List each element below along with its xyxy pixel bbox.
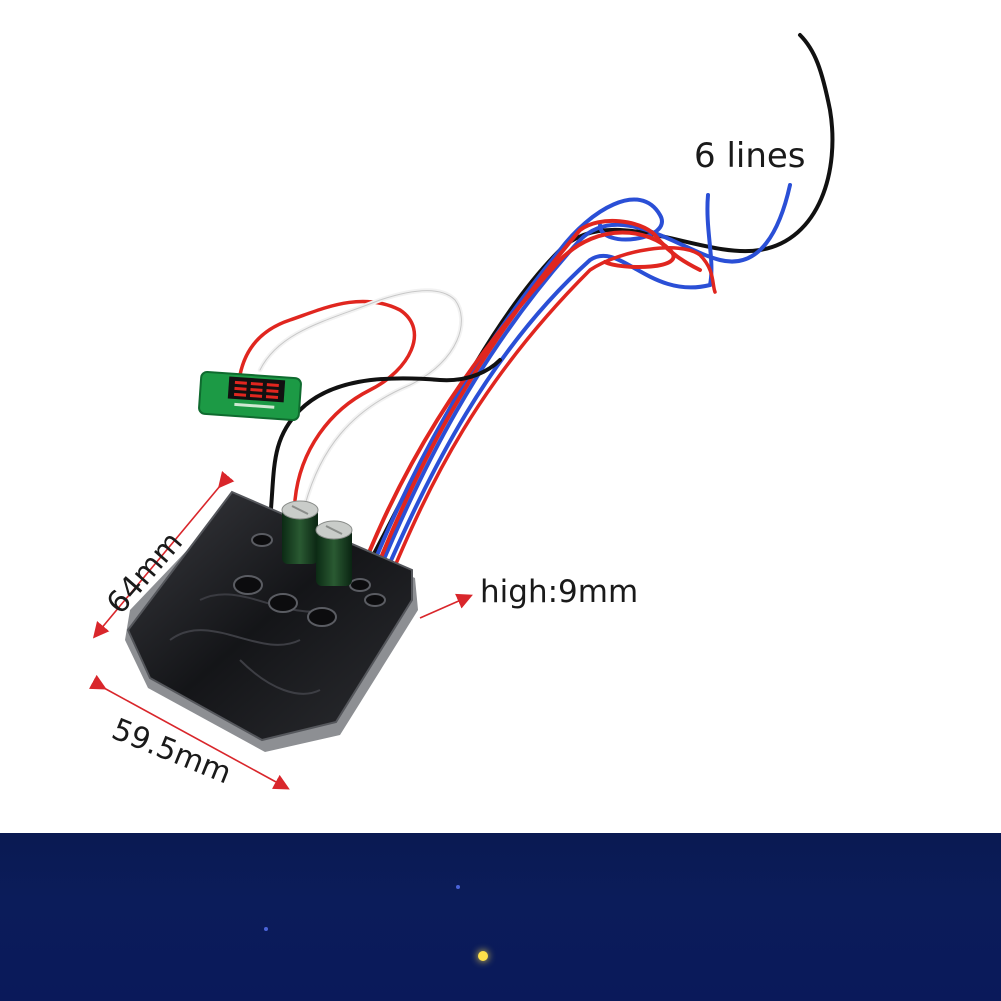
height-dimension-label: high:9mm xyxy=(480,574,639,610)
wire-black-display xyxy=(268,358,502,522)
wire-bundle xyxy=(238,33,835,592)
wire-red-display xyxy=(238,299,417,502)
wire-black-long xyxy=(358,33,835,582)
bottom-color-band xyxy=(0,833,1001,1001)
wire-red-1 xyxy=(356,230,676,582)
dimension-arrow-width xyxy=(92,471,235,639)
wire-blue-3 xyxy=(376,193,714,592)
capacitor-right xyxy=(315,520,353,586)
lines-count-label: 6 lines xyxy=(694,136,806,176)
dimension-arrow-height xyxy=(419,593,473,619)
light-speck xyxy=(478,951,488,961)
wire-red-2 xyxy=(368,218,702,587)
wire-red-3 xyxy=(383,246,717,592)
light-speck xyxy=(456,885,460,889)
wire-white-outline xyxy=(259,290,462,506)
capacitor-left xyxy=(281,500,319,564)
dimension-arrow-length xyxy=(88,674,290,790)
wire-blue-2 xyxy=(370,183,792,590)
led-display-module xyxy=(198,370,302,422)
light-speck xyxy=(264,927,268,931)
